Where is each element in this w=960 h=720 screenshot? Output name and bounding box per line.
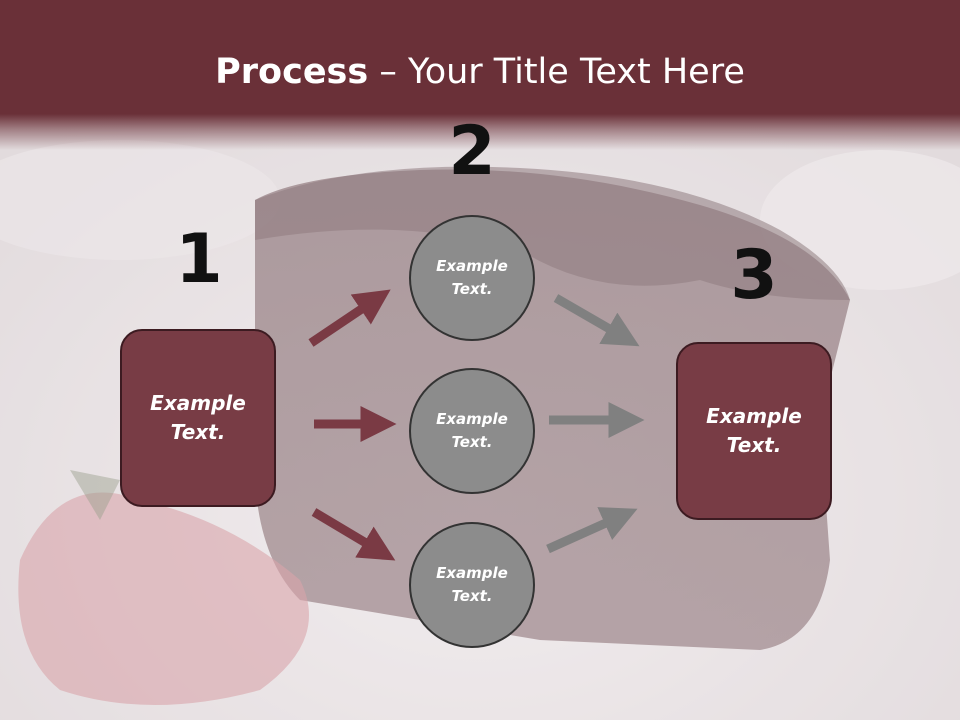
step-3-box: Example Text. — [676, 342, 832, 520]
title-band — [0, 0, 960, 150]
step-number-3: 3 — [730, 236, 778, 315]
step-2-circle-top-label: Example Text. — [436, 257, 508, 298]
step-2-circle-middle-label: Example Text. — [436, 410, 508, 451]
step-2-circle-bottom: Example Text. — [409, 522, 535, 648]
title-rest: – Your Title Text Here — [368, 52, 745, 92]
step-1-box: Example Text. — [120, 329, 276, 507]
step-2-circle-middle: Example Text. — [409, 368, 535, 494]
step-3-label: Example Text. — [706, 404, 802, 457]
step-number-2: 2 — [448, 112, 496, 191]
step-2-circle-bottom-label: Example Text. — [436, 564, 508, 605]
slide-title: Process – Your Title Text Here — [0, 52, 960, 92]
step-2-circle-top: Example Text. — [409, 215, 535, 341]
step-number-1: 1 — [175, 220, 223, 299]
step-1-label: Example Text. — [150, 391, 246, 444]
title-bold: Process — [215, 52, 369, 92]
